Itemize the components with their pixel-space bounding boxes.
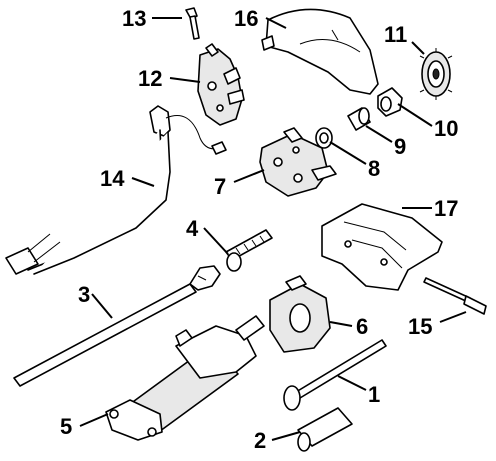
part-8-ring xyxy=(315,127,333,149)
callout-9: 9 xyxy=(394,134,406,159)
callout-13: 13 xyxy=(122,6,146,31)
leader-11 xyxy=(411,41,425,55)
callout-10: 10 xyxy=(434,116,458,141)
leader-14 xyxy=(131,177,155,187)
leader-2 xyxy=(271,431,301,441)
callout-8: 8 xyxy=(368,156,380,181)
callout-3: 3 xyxy=(78,282,90,307)
leader-1 xyxy=(337,375,367,391)
callout-6: 6 xyxy=(356,314,368,339)
leader-7 xyxy=(233,169,265,183)
leader-9 xyxy=(365,125,393,143)
part-4-shaft-joint xyxy=(225,229,273,272)
part-7-lock-housing xyxy=(259,127,337,197)
callout-5: 5 xyxy=(60,414,72,439)
callout-2: 2 xyxy=(254,428,266,453)
callout-16: 16 xyxy=(234,6,258,31)
leader-4 xyxy=(203,227,229,255)
part-10-collar xyxy=(377,87,403,117)
callout-11: 11 xyxy=(384,22,407,47)
part-17-support-bracket xyxy=(321,203,443,291)
leader-8 xyxy=(329,141,367,165)
callout-14: 14 xyxy=(100,166,125,191)
part-14-wiring-harness xyxy=(5,105,227,275)
part-6-bearing-cover xyxy=(269,275,331,353)
callout-4: 4 xyxy=(186,216,199,241)
part-12-switch-bracket xyxy=(197,43,245,126)
part-16-column-shroud xyxy=(261,8,379,95)
callout-17: 17 xyxy=(434,196,458,221)
part-1-bolt xyxy=(283,339,387,411)
part-15-actuator-rod xyxy=(423,277,487,315)
leader-lines xyxy=(79,17,467,441)
leader-10 xyxy=(397,103,433,127)
part-3-steering-shaft xyxy=(13,265,221,387)
callout-1: 1 xyxy=(368,382,380,407)
callout-12: 12 xyxy=(138,66,162,91)
leader-16 xyxy=(265,17,287,29)
leader-3 xyxy=(91,293,113,319)
callout-15: 15 xyxy=(408,314,432,339)
part-13-pin xyxy=(185,7,200,40)
leader-6 xyxy=(329,321,353,327)
part-9-bushing xyxy=(347,107,371,131)
leader-12 xyxy=(169,77,201,83)
part-11-gear xyxy=(419,48,453,100)
callout-7: 7 xyxy=(214,174,226,199)
leader-15 xyxy=(439,311,467,323)
part-2-sleeve xyxy=(297,407,353,452)
callout-numbers: 13 16 11 12 10 9 8 7 14 17 4 3 6 15 1 5 … xyxy=(60,6,458,453)
leader-5 xyxy=(79,413,109,427)
part-5-column-housing xyxy=(105,315,265,441)
